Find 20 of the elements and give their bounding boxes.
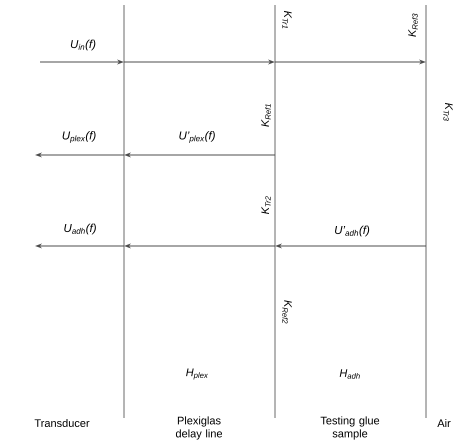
transfer-label: H$_{adh}$ bbox=[340, 369, 360, 379]
edge-label: U$_{plex}$(f) bbox=[62, 131, 96, 143]
layer-label: Plexiglas delay line bbox=[176, 416, 222, 440]
interface-label: K$_{Tr3}$ bbox=[443, 102, 453, 121]
interface-label: K$_{Ref3}$ bbox=[408, 14, 418, 37]
interface-label: K$_{Ref1}$ bbox=[261, 104, 271, 127]
edge-label: U’$_{adh}$(f) bbox=[335, 226, 370, 236]
edge-label: U’$_{plex}$(f) bbox=[179, 131, 215, 143]
interface-label: K$_{Ref2}$ bbox=[282, 300, 292, 324]
edge-label: U$_{in}$(f) bbox=[70, 40, 96, 50]
layer-label: Air bbox=[437, 419, 451, 427]
interface-line bbox=[274, 4, 276, 419]
interface-label: K$_{Tr1}$ bbox=[282, 10, 292, 28]
interface-line bbox=[425, 4, 427, 419]
layer-label: Testing glue sample bbox=[320, 416, 380, 440]
transfer-label: H$_{plex}$ bbox=[186, 368, 208, 380]
interface-line bbox=[123, 4, 125, 419]
edge-label: U$_{adh}$(f) bbox=[64, 224, 96, 234]
layer-label: Transducer bbox=[34, 418, 90, 428]
interface-label: K$_{Tr2}$ bbox=[261, 196, 271, 214]
